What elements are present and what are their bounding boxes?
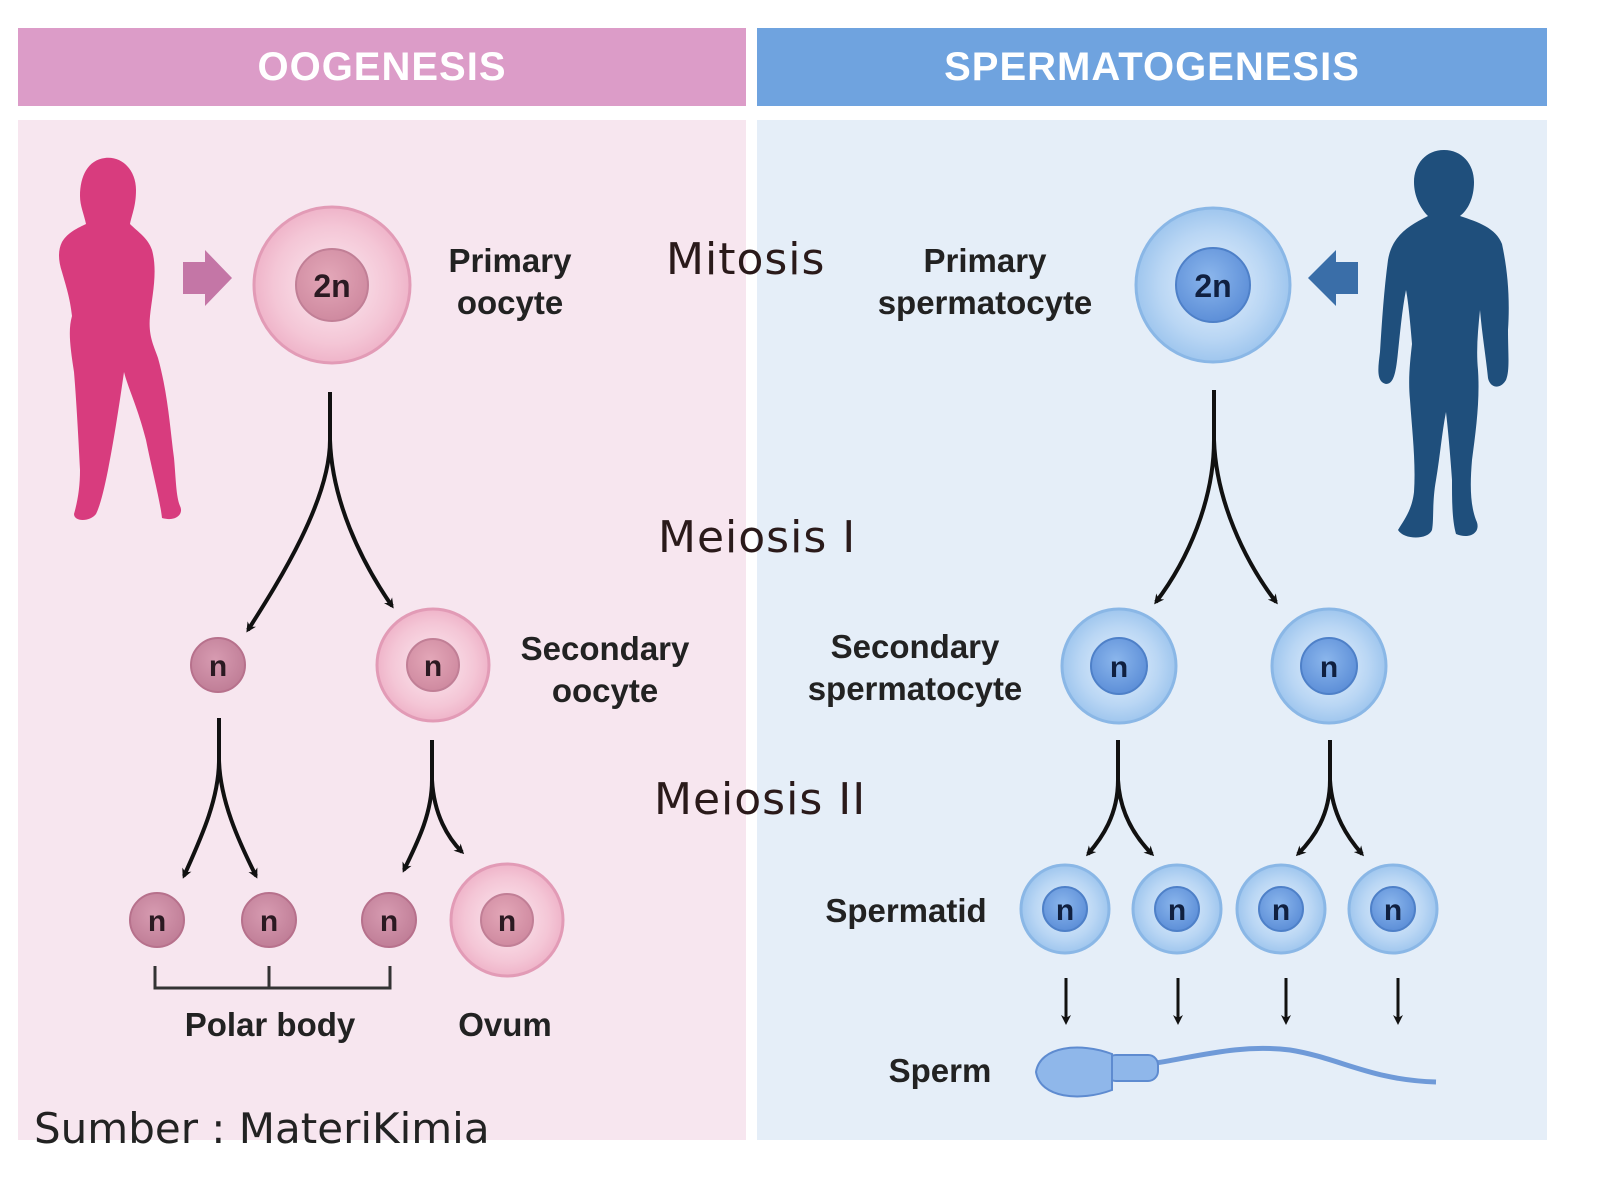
spermatid-2-ploidy: n	[1168, 894, 1186, 927]
sperm-cell-icon	[1034, 1045, 1437, 1098]
spermatid-2: n	[1131, 863, 1223, 955]
meiosis-ii-stage-label: Meiosis II	[654, 774, 867, 825]
secondary-spermatocyte-1-ploidy: n	[1110, 651, 1128, 684]
secondary-oocyte-label: Secondary oocyte	[520, 630, 690, 709]
spermatogenesis-header: SPERMATOGENESIS	[757, 28, 1547, 106]
polar-body-label: Polar body	[184, 1006, 356, 1043]
female-silhouette-icon	[59, 157, 182, 520]
secondary-spermatocyte-2-ploidy: n	[1320, 651, 1338, 684]
polar-body-1-ploidy: n	[148, 905, 166, 938]
polar-body-2: n	[241, 892, 297, 948]
oocyte-split-arrow-left	[402, 740, 434, 873]
polar-body-1: n	[129, 892, 185, 948]
spermatid-3-ploidy: n	[1272, 894, 1290, 927]
spermatid-3: n	[1235, 863, 1327, 955]
first-polar-body: n	[190, 637, 246, 693]
spermatocyte1-split-arrow-right	[1116, 779, 1155, 857]
oogenesis-meiosis1-arrow-left	[246, 392, 332, 633]
spermatogenesis-meiosis1-arrow-right	[1212, 439, 1278, 605]
spermatocyte2-split-arrow-right	[1328, 779, 1364, 857]
spermatid-4-ploidy: n	[1384, 894, 1402, 927]
secondary-spermatocyte-label: Secondary spermatocyte	[807, 628, 1023, 707]
ovum-label: Ovum	[458, 1006, 552, 1043]
secondary-oocyte-ploidy: n	[424, 650, 442, 683]
source-credit: Sumber : MateriKimia	[34, 1104, 490, 1153]
ovum-ploidy: n	[498, 905, 516, 938]
secondary-spermatocyte-cell-2: n	[1270, 607, 1388, 725]
polar-split-arrow-left	[182, 718, 221, 879]
primary-oocyte-cell: 2n	[252, 205, 412, 365]
primary-oocyte-ploidy: 2n	[313, 268, 350, 304]
oogenesis-meiosis1-arrow-right	[328, 439, 394, 609]
meiosis-i-stage-label: Meiosis I	[658, 512, 857, 563]
male-silhouette-icon	[1378, 150, 1509, 538]
spermatocyte2-split-arrow-left	[1295, 740, 1332, 857]
primary-oocyte-label: Primary oocyte	[448, 242, 572, 321]
sperm-label: Sperm	[888, 1052, 992, 1089]
spermatogenesis-title: SPERMATOGENESIS	[944, 44, 1360, 89]
spermatid-label: Spermatid	[825, 892, 987, 929]
primary-spermatocyte-ploidy: 2n	[1194, 268, 1231, 304]
secondary-spermatocyte-cell-1: n	[1060, 607, 1178, 725]
spermatogenesis-meiosis1-arrow-left	[1154, 390, 1216, 605]
primary-spermatocyte-label: Primary spermatocyte	[877, 242, 1093, 321]
female-arrow-icon	[183, 250, 232, 306]
primary-spermatocyte-cell: 2n	[1134, 206, 1292, 364]
spermatid-1-ploidy: n	[1056, 894, 1074, 927]
polar-split-arrow-right	[217, 759, 258, 879]
male-arrow-icon	[1308, 250, 1358, 306]
spermatid-4: n	[1347, 863, 1439, 955]
spermatocyte1-split-arrow-left	[1086, 740, 1120, 857]
polar-body-2-ploidy: n	[260, 905, 278, 938]
first-polar-body-ploidy: n	[209, 650, 227, 683]
polar-body-3-ploidy: n	[380, 905, 398, 938]
oocyte-split-arrow-right	[430, 779, 465, 855]
polar-body-bracket	[153, 966, 392, 990]
polar-body-3: n	[361, 892, 417, 948]
oogenesis-header: OOGENESIS	[18, 28, 746, 106]
oogenesis-title: OOGENESIS	[257, 44, 507, 89]
ovum-cell: n	[449, 862, 565, 978]
mitosis-stage-label: Mitosis	[666, 234, 826, 285]
spermatid-1: n	[1019, 863, 1111, 955]
secondary-oocyte-cell: n	[375, 607, 491, 723]
